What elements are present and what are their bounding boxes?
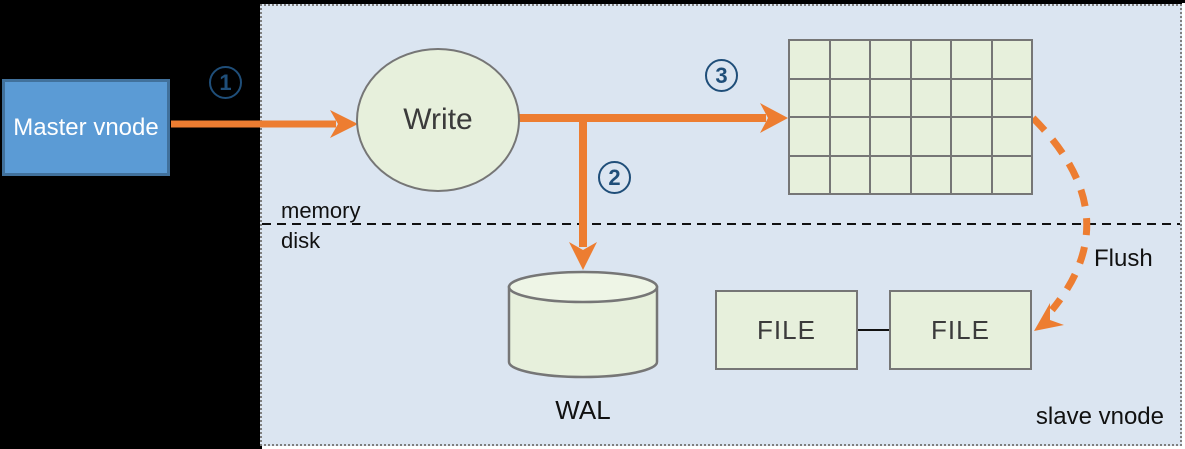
- memtable-cell: [829, 40, 870, 79]
- memtable-cell: [829, 117, 870, 156]
- page-edge-right: [1182, 3, 1185, 449]
- slave-vnode-label: slave vnode: [1035, 403, 1164, 430]
- memtable-cell: [870, 117, 911, 156]
- memtable-cell: [991, 117, 1032, 156]
- memtable-cell: [789, 78, 830, 117]
- memtable-cell: [789, 155, 830, 194]
- memtable-cell: [829, 78, 870, 117]
- write-node: Write: [356, 48, 520, 192]
- memtable-cell: [991, 40, 1032, 79]
- memtable-cell: [991, 78, 1032, 117]
- write-node-label: Write: [403, 103, 473, 136]
- memtable-cell: [910, 40, 951, 79]
- memory-label: memory: [281, 198, 361, 223]
- master-vnode-label: Master vnode: [13, 113, 159, 141]
- flush-label: Flush: [1094, 245, 1153, 272]
- step-badge-1: 1: [209, 66, 242, 99]
- memtable-cell: [910, 78, 951, 117]
- step-badge-3: 3: [705, 59, 738, 92]
- page-edge-bottom: [262, 446, 1185, 449]
- step-badge-1-number: 1: [219, 69, 232, 95]
- memtable-cell: [951, 117, 992, 156]
- memtable-cell: [991, 155, 1032, 194]
- memtable-cell: [870, 78, 911, 117]
- master-vnode-node: Master vnode: [2, 79, 170, 176]
- memtable-cell: [789, 40, 830, 79]
- memtable-cell: [951, 155, 992, 194]
- disk-label: disk: [281, 228, 321, 253]
- memtable-cell: [789, 117, 830, 156]
- step-badge-3-number: 3: [715, 62, 728, 88]
- memtable-cell: [870, 40, 911, 79]
- file-box-1: FILE: [715, 290, 858, 370]
- wal-label: WAL: [555, 395, 611, 425]
- step-badge-2: 2: [598, 161, 631, 194]
- file-box-2: FILE: [889, 290, 1032, 370]
- memtable-cell: [910, 117, 951, 156]
- file-box-2-label: FILE: [931, 314, 990, 345]
- memtable-cell: [951, 40, 992, 79]
- memtable-cell: [951, 78, 992, 117]
- memtable-grid: [788, 39, 1033, 195]
- file-box-1-label: FILE: [757, 314, 816, 345]
- step-badge-2-number: 2: [608, 164, 621, 190]
- memtable-cell: [870, 155, 911, 194]
- memtable-cell: [910, 155, 951, 194]
- memtable-cell: [829, 155, 870, 194]
